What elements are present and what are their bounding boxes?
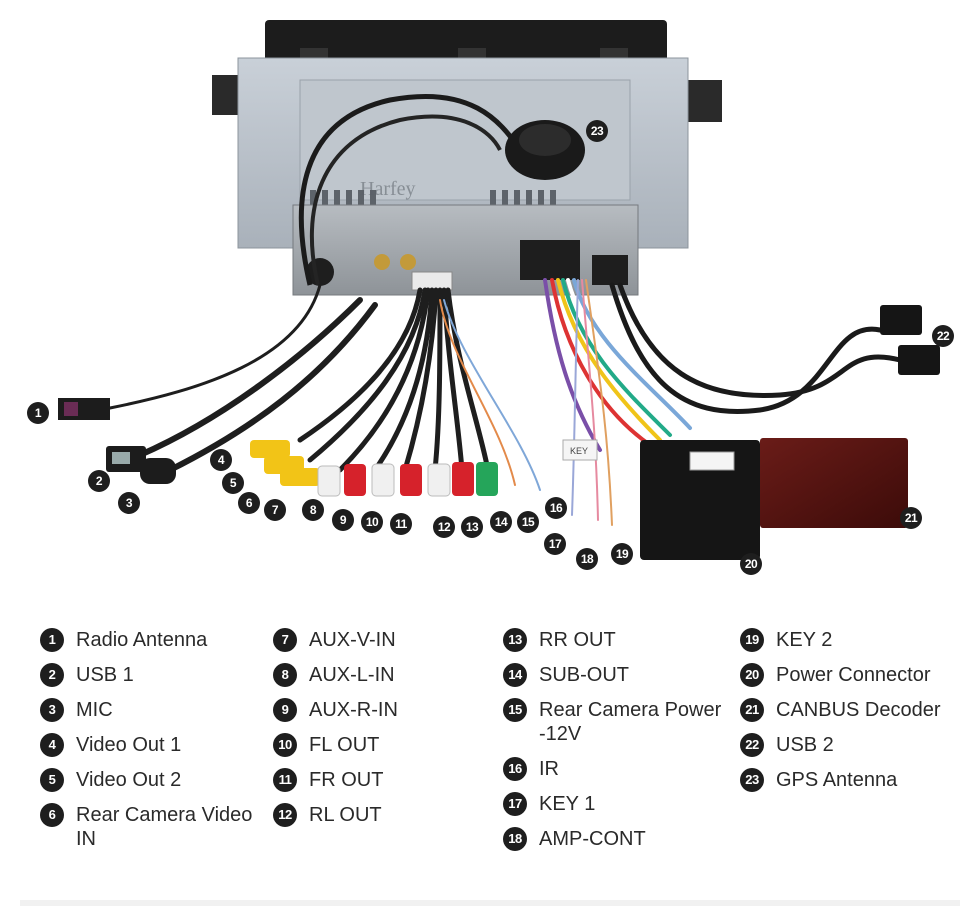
callout-19: 19 <box>611 543 633 565</box>
callout-18: 18 <box>576 548 598 570</box>
callout-1: 1 <box>27 402 49 424</box>
power-harness <box>543 278 692 526</box>
left-cables <box>108 283 378 473</box>
usb2-connector-b <box>898 345 940 375</box>
watermark: Harfey <box>360 178 416 200</box>
key-sticker: KEY <box>562 439 598 461</box>
callout-13: 13 <box>461 516 483 538</box>
callout-14: 14 <box>490 511 512 533</box>
callout-22: 22 <box>932 325 954 347</box>
callout-15: 15 <box>517 511 539 533</box>
mic-connector <box>140 458 176 484</box>
callout-8: 8 <box>302 499 324 521</box>
head-unit <box>212 20 722 296</box>
callout-6: 6 <box>238 492 260 514</box>
usb2-cables <box>609 282 903 414</box>
callout-7: 7 <box>264 499 286 521</box>
callout-5: 5 <box>222 472 244 494</box>
callout-23: 23 <box>586 120 608 142</box>
callout-11: 11 <box>390 513 412 535</box>
callout-17: 17 <box>544 533 566 555</box>
callout-9: 9 <box>332 509 354 531</box>
callout-12: 12 <box>433 516 455 538</box>
callout-4: 4 <box>210 449 232 471</box>
callout-3: 3 <box>118 492 140 514</box>
callout-2: 2 <box>88 470 110 492</box>
callout-20: 20 <box>740 553 762 575</box>
rca-harness <box>297 287 541 491</box>
svg-text:KEY: KEY <box>570 446 588 456</box>
gps-antenna <box>298 93 585 286</box>
usb2-connector-a <box>880 305 922 335</box>
canbus-decoder-box <box>760 438 908 528</box>
callout-10: 10 <box>361 511 383 533</box>
wiring-photo: Harfey <box>58 20 940 560</box>
callout-16: 16 <box>545 497 567 519</box>
footer-divider <box>20 900 960 906</box>
rca-plugs <box>250 440 498 497</box>
callout-21: 21 <box>900 507 922 529</box>
